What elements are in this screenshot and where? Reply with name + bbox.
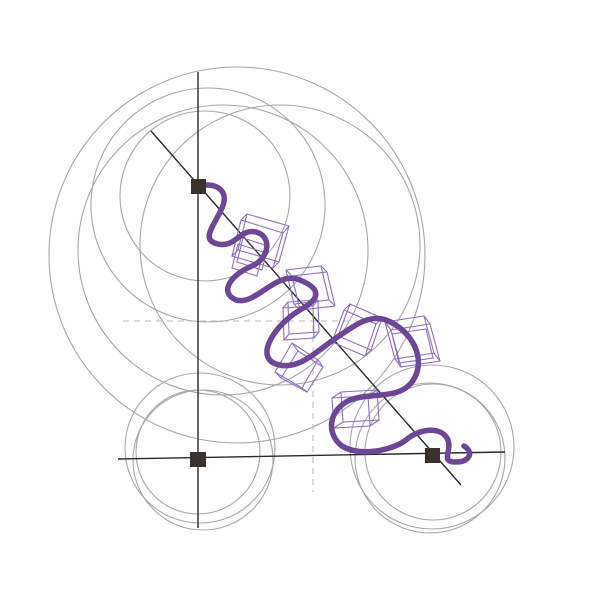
anchor-squares — [190, 179, 440, 467]
wire-cube — [231, 237, 269, 277]
winding-curve — [197, 182, 473, 465]
horizontal-axis — [117, 451, 506, 460]
guide-circles — [48, 66, 515, 534]
guide-circle — [139, 104, 421, 386]
guide-circle — [354, 382, 506, 534]
guide-circle — [132, 389, 274, 531]
guide-circle — [48, 66, 426, 444]
dashed-guides — [123, 292, 360, 492]
guide-circle — [119, 110, 291, 282]
guide-circle — [124, 372, 276, 524]
wire-cube — [282, 299, 320, 341]
anchor-square-bottom-right — [425, 448, 440, 463]
anchor-square-bottom-left — [190, 452, 206, 467]
wire-cube — [384, 315, 441, 368]
anchor-square-top — [191, 179, 206, 194]
guide-circle — [90, 87, 326, 323]
guide-circle — [77, 104, 369, 396]
